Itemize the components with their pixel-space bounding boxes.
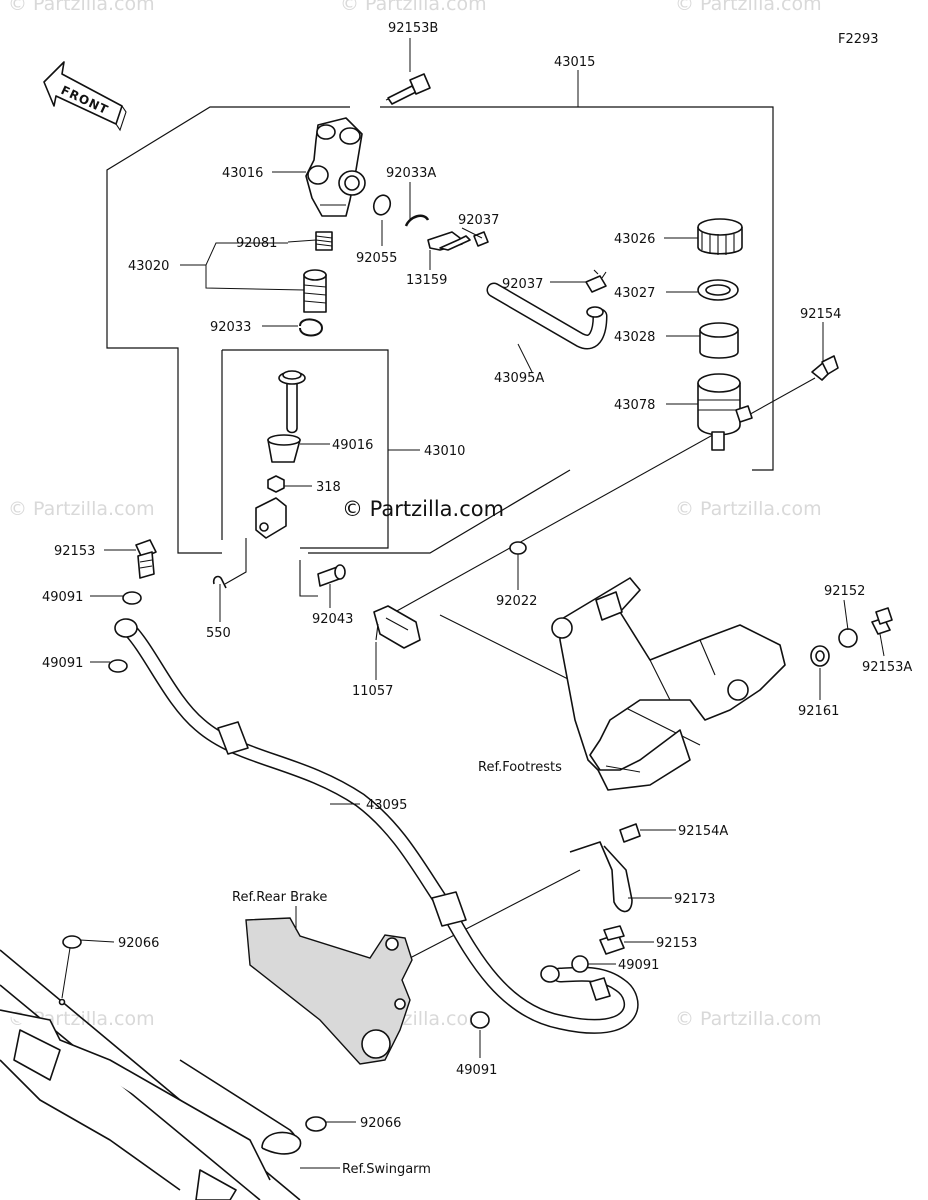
callout-92066-lower[interactable]: 92066 [360,1116,401,1131]
swingarm [0,935,327,1200]
push-rod [278,370,306,434]
callout-550[interactable]: 550 [206,626,231,641]
callout-92081[interactable]: 92081 [236,236,277,251]
callout-43026[interactable]: 43026 [614,232,655,247]
reservoir-diaphragm [697,279,739,301]
callout-43027[interactable]: 43027 [614,286,655,301]
callout-49091-bottom[interactable]: 49091 [456,1063,497,1078]
washer-49091-b [108,659,128,673]
callout-92055[interactable]: 92055 [356,251,397,266]
brake-hose-43095 [114,618,639,1034]
washer-49091-c [571,955,589,973]
bolt-92153B [387,73,431,105]
callout-92033[interactable]: 92033 [210,320,251,335]
hose-clamp-92173 [569,823,641,913]
callout-92153A[interactable]: 92153A [862,660,912,675]
callout-92152[interactable]: 92152 [824,584,865,599]
callout-43028[interactable]: 43028 [614,330,655,345]
cotter-550 [212,575,227,589]
ref-rear-brake[interactable]: Ref.Rear Brake [232,890,327,905]
callout-49091-right[interactable]: 49091 [618,958,659,973]
callout-92033A[interactable]: 92033A [386,166,436,181]
watermark: © Partzilla.com [675,498,822,520]
ref-footrests[interactable]: Ref.Footrests [478,760,562,775]
rear-brake-caliper [245,917,413,1065]
callout-43016[interactable]: 43016 [222,166,263,181]
partzilla-watermark: © Partzilla.com [342,497,504,521]
watermark: © Partzilla.com [8,498,155,520]
callouts[interactable]: 92153B 43015 43016 92033A 92037 92055 92… [42,21,912,1177]
watermark: © Partzilla.com [8,0,155,15]
callout-92154[interactable]: 92154 [800,307,841,322]
pin-92043 [317,564,346,587]
reservoir-cap [697,218,743,255]
callout-92037-lower[interactable]: 92037 [502,277,543,292]
callout-43020[interactable]: 43020 [128,259,169,274]
callout-43010[interactable]: 43010 [424,444,465,459]
brake-pedal [551,577,786,791]
nut-318 [267,475,285,493]
callout-43095A[interactable]: 43095A [494,371,544,386]
callout-92153-lower[interactable]: 92153 [656,936,697,951]
master-cylinder-body [305,117,366,217]
callout-49091-lower-left[interactable]: 49091 [42,656,83,671]
callout-92066-upper[interactable]: 92066 [118,936,159,951]
watermark: © Partzilla.com [675,1008,822,1030]
piston-spring [299,231,333,337]
callout-318[interactable]: 318 [316,480,341,495]
small-parts-top [372,194,607,293]
callout-43078[interactable]: 43078 [614,398,655,413]
banjo-bolt-left [135,539,157,579]
callout-92153B[interactable]: 92153B [388,21,438,36]
figure-code: F2293 [838,32,879,47]
bolt-92154 [811,355,839,381]
ref-swingarm[interactable]: Ref.Swingarm [342,1162,431,1177]
callout-92022[interactable]: 92022 [496,594,537,609]
watermark: © Partzilla.com [340,0,487,15]
reservoir-hose [486,282,608,350]
callout-11057[interactable]: 11057 [352,684,393,699]
callout-92173[interactable]: 92173 [674,892,715,907]
bracket-11057 [373,605,421,649]
leaders [61,38,885,1169]
assembly-frame-43010 [221,349,420,549]
pivot-parts [810,607,893,667]
banjo-bolt-lower [599,925,625,955]
washer-92022 [509,541,527,555]
callout-92153-left[interactable]: 92153 [54,544,95,559]
callout-92154A[interactable]: 92154A [678,824,728,839]
callout-43015[interactable]: 43015 [554,55,595,70]
watermark: © Partzilla.com [675,0,822,15]
callout-92043[interactable]: 92043 [312,612,353,627]
boot-49016 [267,434,301,463]
reservoir-plate [699,322,739,359]
callout-13159[interactable]: 13159 [406,273,447,288]
callout-92037-upper[interactable]: 92037 [458,213,499,228]
clevis [255,497,287,539]
callout-49016[interactable]: 49016 [332,438,373,453]
reservoir-tank [697,373,753,451]
washer-49091-d [470,1011,490,1029]
callout-92161[interactable]: 92161 [798,704,839,719]
callout-49091-upper-left[interactable]: 49091 [42,590,83,605]
washer-49091-a [122,591,142,605]
callout-43095[interactable]: 43095 [366,798,407,813]
assembly-frame-43015 [106,70,774,554]
front-arrow-icon: FRONT [43,61,127,132]
